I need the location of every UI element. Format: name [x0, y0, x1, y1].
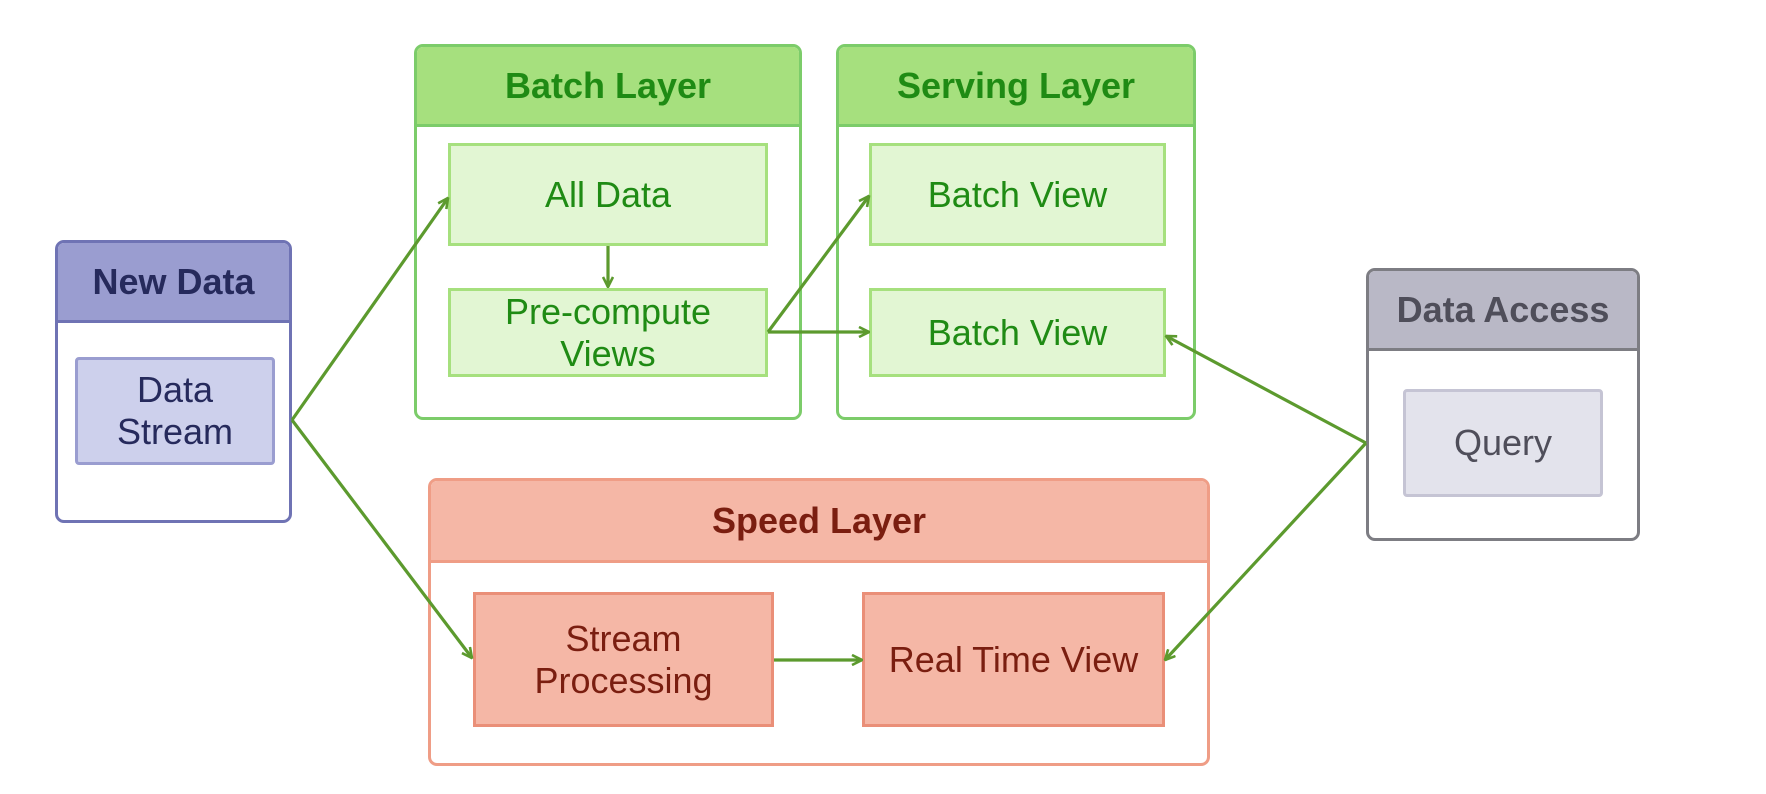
data-access-title: Data Access	[1369, 271, 1637, 351]
batch-layer-title: Batch Layer	[417, 47, 799, 127]
data-stream-node: Data Stream	[75, 357, 275, 465]
stream-processing-node: Stream Processing	[473, 592, 774, 727]
arrow-dataaccess-to-batchview-2	[1166, 334, 1367, 445]
all-data-node: All Data	[448, 143, 768, 246]
new-data-title: New Data	[58, 243, 289, 323]
speed-layer-title: Speed Layer	[431, 481, 1207, 563]
query-node: Query	[1403, 389, 1603, 497]
serving-layer-title: Serving Layer	[839, 47, 1193, 127]
real-time-view-node: Real Time View	[862, 592, 1165, 727]
batch-view-node-1: Batch View	[869, 143, 1166, 246]
batch-view-node-2: Batch View	[869, 288, 1166, 377]
precompute-views-node: Pre-compute Views	[448, 288, 768, 377]
